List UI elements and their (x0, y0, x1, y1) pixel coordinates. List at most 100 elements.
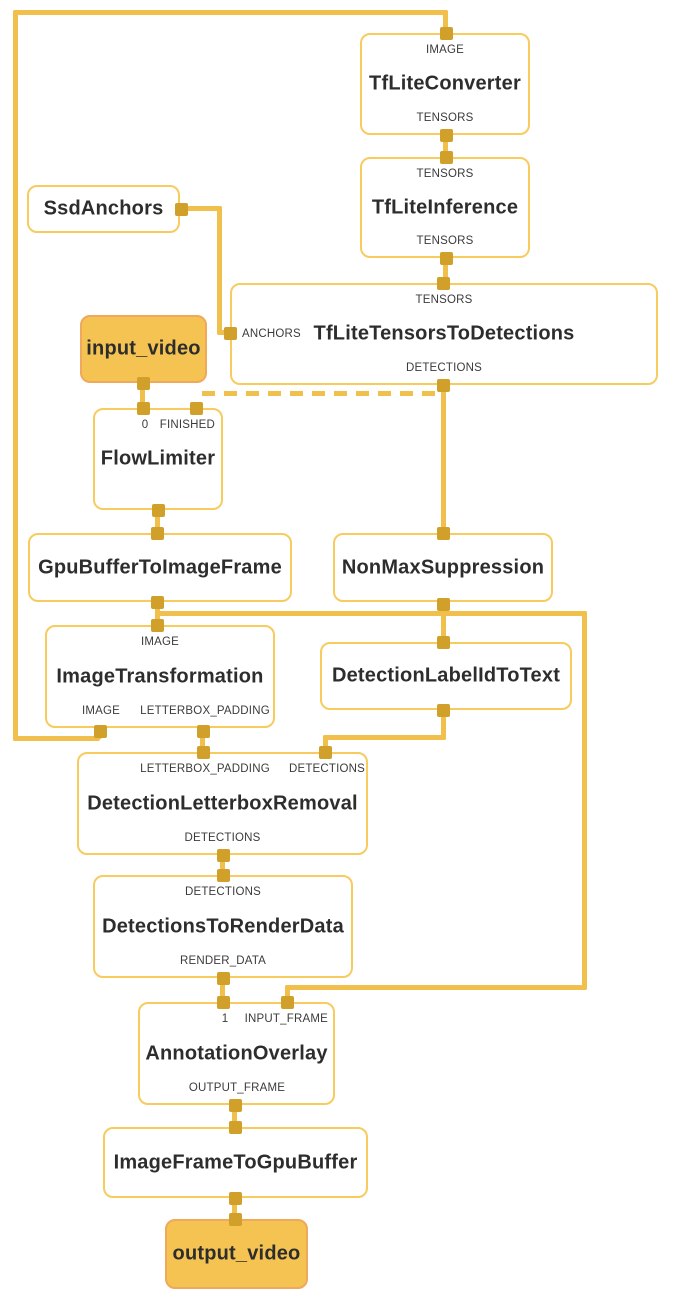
edge-segment (443, 135, 448, 157)
edge-segment (217, 206, 222, 333)
port-marker (437, 379, 450, 392)
node-tflite-tensors-to-detections[interactable]: TENSORS ANCHORS TfLiteTensorsToDetection… (230, 283, 658, 385)
node-title: TfLiteInference (371, 196, 519, 218)
port-marker (437, 636, 450, 649)
port-label-finished-in: FINISHED (159, 419, 215, 431)
port-marker (229, 1213, 242, 1226)
port-label-detections-out: DETECTIONS (184, 832, 261, 844)
edge-segment (200, 727, 205, 752)
node-title: FlowLimiter (100, 447, 216, 470)
node-title: GpuBufferToImageFrame (38, 556, 282, 578)
port-label-tensors-in: TENSORS (416, 168, 474, 180)
port-marker (137, 377, 150, 390)
edge-segment (323, 735, 446, 740)
node-title: AnnotationOverlay (145, 1042, 328, 1064)
port-label-tensors-out: TENSORS (416, 235, 474, 247)
edge-segment (217, 330, 230, 335)
port-marker (437, 527, 450, 540)
node-annotation-overlay[interactable]: 1 INPUT_FRAME AnnotationOverlay OUTPUT_F… (138, 1002, 335, 1105)
port-label-output-frame-out: OUTPUT_FRAME (188, 1082, 286, 1094)
node-detection-label-id-to-text[interactable]: DetectionLabelIdToText (320, 642, 572, 710)
edge-segment (220, 978, 225, 1002)
port-label-input-frame-in: INPUT_FRAME (244, 1013, 328, 1025)
port-marker (281, 996, 294, 1009)
node-non-max-suppression[interactable]: NonMaxSuppression (333, 533, 553, 602)
port-marker (151, 619, 164, 632)
node-image-transformation[interactable]: IMAGE ImageTransformation IMAGE LETTERBO… (45, 625, 275, 728)
port-marker (197, 725, 210, 738)
edge-segment (323, 735, 328, 752)
edge-segment (13, 10, 18, 741)
port-label-detections-in: DETECTIONS (288, 763, 366, 775)
edge-segment (155, 510, 160, 533)
port-marker (217, 972, 230, 985)
port-marker (229, 1099, 242, 1112)
port-label-render-data-out: RENDER_DATA (179, 955, 267, 967)
port-label-letterbox-padding-out: LETTERBOX_PADDING (140, 705, 270, 717)
edge-segment (285, 985, 290, 1002)
edge-segment (220, 855, 225, 875)
node-title: SsdAnchors (43, 197, 164, 220)
node-detections-to-render-data[interactable]: DETECTIONS DetectionsToRenderData RENDER… (93, 875, 353, 978)
edge-segment (582, 611, 587, 990)
node-title: DetectionsToRenderData (102, 915, 344, 937)
edge-segment (441, 710, 446, 740)
port-marker (440, 129, 453, 142)
edge-segment (232, 1105, 237, 1127)
port-label-detections-out: DETECTIONS (405, 362, 483, 374)
port-marker (229, 1192, 242, 1205)
node-flow-limiter[interactable]: 0 FINISHED FlowLimiter (93, 408, 223, 510)
node-gpu-buffer-to-image-frame[interactable]: GpuBufferToImageFrame (28, 533, 292, 602)
node-title: TfLiteConverter (369, 72, 521, 95)
node-image-frame-to-gpu-buffer[interactable]: ImageFrameToGpuBuffer (103, 1127, 368, 1198)
edge-segment (13, 10, 448, 15)
edge-segment (443, 258, 448, 283)
node-title: DetectionLabelIdToText (331, 664, 561, 687)
port-marker (440, 27, 453, 40)
node-title: DetectionLetterboxRemoval (87, 792, 358, 814)
port-label-image-in: IMAGE (425, 44, 465, 56)
port-marker (151, 527, 164, 540)
edge-segment (155, 611, 587, 616)
port-marker (224, 327, 237, 340)
edge-segment (441, 602, 446, 642)
port-marker (437, 598, 450, 611)
edge-segment (443, 10, 448, 33)
port-marker (152, 504, 165, 517)
edge-segment (441, 385, 446, 533)
node-title: ImageTransformation (56, 665, 264, 687)
node-title: output_video (172, 1242, 301, 1265)
port-label-tensors-in: TENSORS (415, 294, 473, 306)
edge-segment-dashed (202, 391, 443, 396)
port-marker (217, 996, 230, 1009)
port-marker (197, 746, 210, 759)
port-marker (437, 277, 450, 290)
node-input-video[interactable]: input_video (80, 315, 207, 383)
node-title: ImageFrameToGpuBuffer (113, 1151, 358, 1173)
node-ssd-anchors[interactable]: SsdAnchors (27, 185, 180, 233)
node-detection-letterbox-removal[interactable]: LETTERBOX_PADDING DETECTIONS DetectionLe… (77, 752, 368, 855)
port-label-image-out: IMAGE (81, 705, 121, 717)
port-marker (440, 151, 453, 164)
port-marker (151, 596, 164, 609)
port-label-1-in: 1 (221, 1013, 229, 1025)
port-label-detections-in: DETECTIONS (184, 886, 262, 898)
node-title: input_video (86, 337, 201, 360)
node-tflite-converter[interactable]: IMAGE TfLiteConverter TENSORS (360, 33, 530, 135)
port-marker (437, 704, 450, 717)
port-marker (137, 402, 150, 415)
edge-segment (181, 206, 222, 211)
port-marker (190, 402, 203, 415)
port-label-anchors-in: ANCHORS (242, 328, 301, 340)
port-marker (94, 725, 107, 738)
port-marker (440, 252, 453, 265)
port-label-0-in: 0 (141, 419, 149, 431)
port-label-tensors-out: TENSORS (416, 112, 474, 124)
port-marker (217, 849, 230, 862)
node-output-video[interactable]: output_video (165, 1219, 308, 1289)
node-title: TfLiteTensorsToDetections (313, 322, 575, 345)
node-tflite-inference[interactable]: TENSORS TfLiteInference TENSORS (360, 157, 530, 258)
port-marker (175, 203, 188, 216)
port-marker (229, 1121, 242, 1134)
port-label-letterbox-padding-in: LETTERBOX_PADDING (140, 763, 270, 775)
